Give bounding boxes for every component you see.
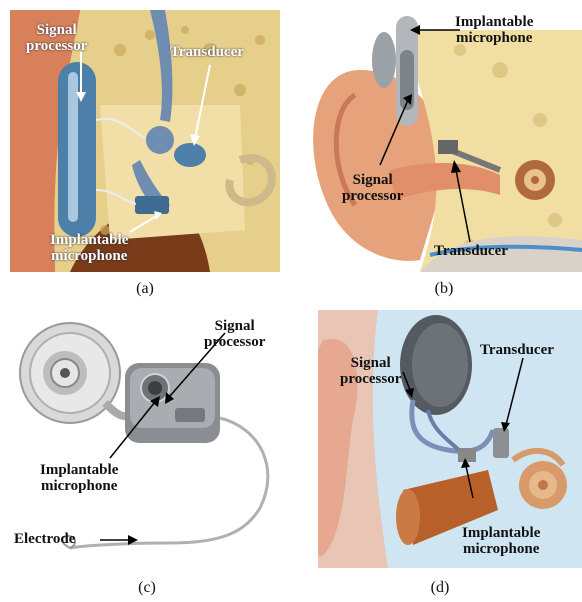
- panel-b-illustration: [300, 10, 582, 272]
- panel-c-microphone-label: Implantable microphone: [40, 462, 118, 494]
- panel-a-transducer-label: Transducer: [170, 44, 244, 60]
- panel-d-microphone-line1: Implantable: [462, 525, 540, 541]
- panel-a-microphone-line1: Implantable: [50, 232, 128, 248]
- panel-d-signal-processor-label: Signal processor: [340, 355, 401, 387]
- panel-a-microphone-label: Implantable microphone: [50, 232, 128, 264]
- panel-c-electrode-label: Electrode: [14, 531, 75, 547]
- panel-b-signal-processor-label: Signal processor: [342, 172, 403, 204]
- panel-b-microphone-label: Implantable microphone: [455, 14, 533, 46]
- panel-c-caption: (c): [127, 579, 167, 597]
- panel-c-signal-processor-label: Signal processor: [204, 318, 265, 350]
- panel-c-microphone-line1: Implantable: [40, 462, 118, 478]
- panel-d-signal-processor-line2: processor: [340, 371, 401, 387]
- panel-b-caption: (b): [424, 280, 464, 298]
- panel-b-microphone-line1: Implantable: [455, 14, 533, 30]
- panel-a-signal-processor-line2: processor: [26, 38, 87, 54]
- panel-a-signal-processor-line1: Signal: [37, 22, 77, 38]
- panel-b-signal-processor-line1: Signal: [353, 172, 393, 188]
- panel-d-caption: (d): [420, 579, 460, 597]
- panel-b-transducer-label: Transducer: [434, 243, 508, 259]
- panel-b-microphone-line2: microphone: [456, 30, 532, 46]
- panel-c-signal-processor-line1: Signal: [215, 318, 255, 334]
- panel-d-microphone-label: Implantable microphone: [462, 525, 540, 557]
- panel-a-caption: (a): [125, 280, 165, 298]
- panel-a-signal-processor-label: Signal processor: [26, 22, 87, 54]
- panel-c-microphone-line2: microphone: [41, 478, 117, 494]
- panel-d-microphone-line2: microphone: [463, 541, 539, 557]
- panel-d-signal-processor-line1: Signal: [351, 355, 391, 371]
- panel-b-signal-processor-line2: processor: [342, 188, 403, 204]
- panel-d-transducer-label: Transducer: [480, 342, 554, 358]
- panel-c-signal-processor-line2: processor: [204, 334, 265, 350]
- panel-a-microphone-line2: microphone: [51, 248, 127, 264]
